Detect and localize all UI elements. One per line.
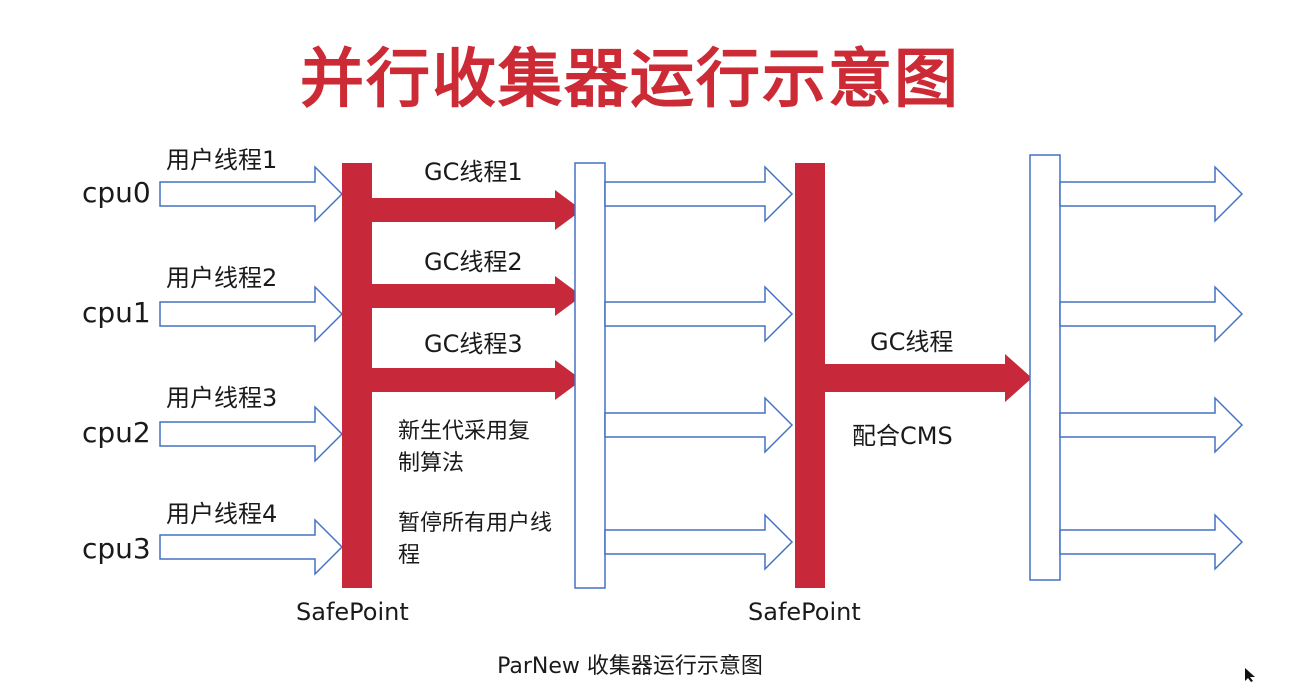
gc-thread-arrow-single: [825, 354, 1032, 402]
gc-thread-arrow-2: [372, 276, 582, 316]
diagram-title: 并行收集器运行示意图: [300, 43, 960, 117]
gc-thread-label-1: GC线程1: [424, 158, 523, 186]
gc-thread-arrow-1: [372, 190, 582, 230]
user-thread-arrow-4: [159, 518, 344, 576]
safepoint-bar-1: [342, 163, 372, 588]
cpu-label-1: cpu1: [82, 296, 151, 329]
gc-thread-arrows: [372, 190, 582, 400]
gc-thread-arrow-3: [372, 360, 582, 400]
user-thread-arrow-1: [159, 165, 344, 223]
user-thread-label-4: 用户线程4: [166, 500, 278, 528]
user-thread-label-1: 用户线程1: [166, 146, 278, 174]
resume-bar-2: [1029, 154, 1061, 581]
safepoint-bar-2: [795, 163, 825, 588]
safepoint-label-2: SafePoint: [748, 598, 861, 626]
user-thread-arrow-2: [159, 285, 344, 343]
user-thread-arrows: [159, 165, 344, 576]
user-thread-arrow-3: [159, 405, 344, 463]
cms-note: 配合CMS: [852, 422, 953, 450]
young-gen-note: 新生代采用复制算法: [398, 419, 531, 476]
gc-thread-label-single: GC线程: [870, 328, 954, 356]
resumed-thread-arrows-2: [1059, 165, 1244, 571]
diagram-caption: ParNew 收集器运行示意图: [497, 654, 763, 679]
cpu-label-0: cpu0: [82, 176, 151, 209]
gc-thread-label-3: GC线程3: [424, 330, 523, 358]
mouse-cursor-icon: [1245, 668, 1255, 682]
user-thread-label-2: 用户线程2: [166, 264, 278, 292]
cpu-label-2: cpu2: [82, 416, 151, 449]
pause-note: 暂停所有用户线程: [398, 511, 553, 568]
resumed-thread-arrows-1: [604, 165, 794, 571]
user-thread-label-3: 用户线程3: [166, 384, 278, 412]
cpu-label-3: cpu3: [82, 532, 151, 565]
resume-bar-1: [574, 162, 606, 589]
gc-thread-label-2: GC线程2: [424, 248, 523, 276]
safepoint-label-1: SafePoint: [296, 598, 409, 626]
